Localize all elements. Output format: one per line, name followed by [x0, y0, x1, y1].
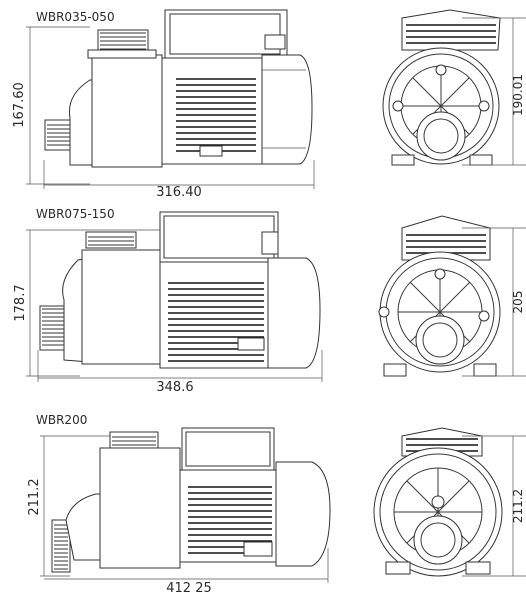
pump-front-view [373, 427, 526, 577]
height-dimension-label: 178.7 [13, 284, 28, 321]
height-dimension-label: 211.2 [27, 478, 42, 515]
pump-side-view [44, 9, 313, 168]
pump-side-view [39, 211, 321, 369]
pump-front-view [378, 215, 526, 377]
model-label: WBR035-050 [36, 10, 115, 24]
side-dimension-label: 211.2 [511, 489, 525, 523]
model-label: WBR200 [36, 413, 87, 427]
side-dimension-label: 205 [511, 291, 525, 314]
length-dimension-label: 412 25 [166, 581, 212, 596]
height-dimension-label: 167.60 [12, 82, 27, 128]
side-dimension-label: 190.01 [511, 74, 525, 116]
section-wbr075-150: WBR075-150 178.7 348.6 [13, 207, 526, 395]
pump-side-view [51, 427, 331, 573]
model-label: WBR075-150 [36, 207, 115, 221]
length-dimension-label: 348.6 [156, 380, 193, 395]
length-dimension-label: 316.40 [156, 185, 202, 200]
pump-front-view [382, 9, 526, 166]
section-wbr035-050: WBR035-050 167.60 316.40 [12, 9, 526, 200]
section-wbr200: WBR200 211.2 412 25 [27, 413, 526, 596]
